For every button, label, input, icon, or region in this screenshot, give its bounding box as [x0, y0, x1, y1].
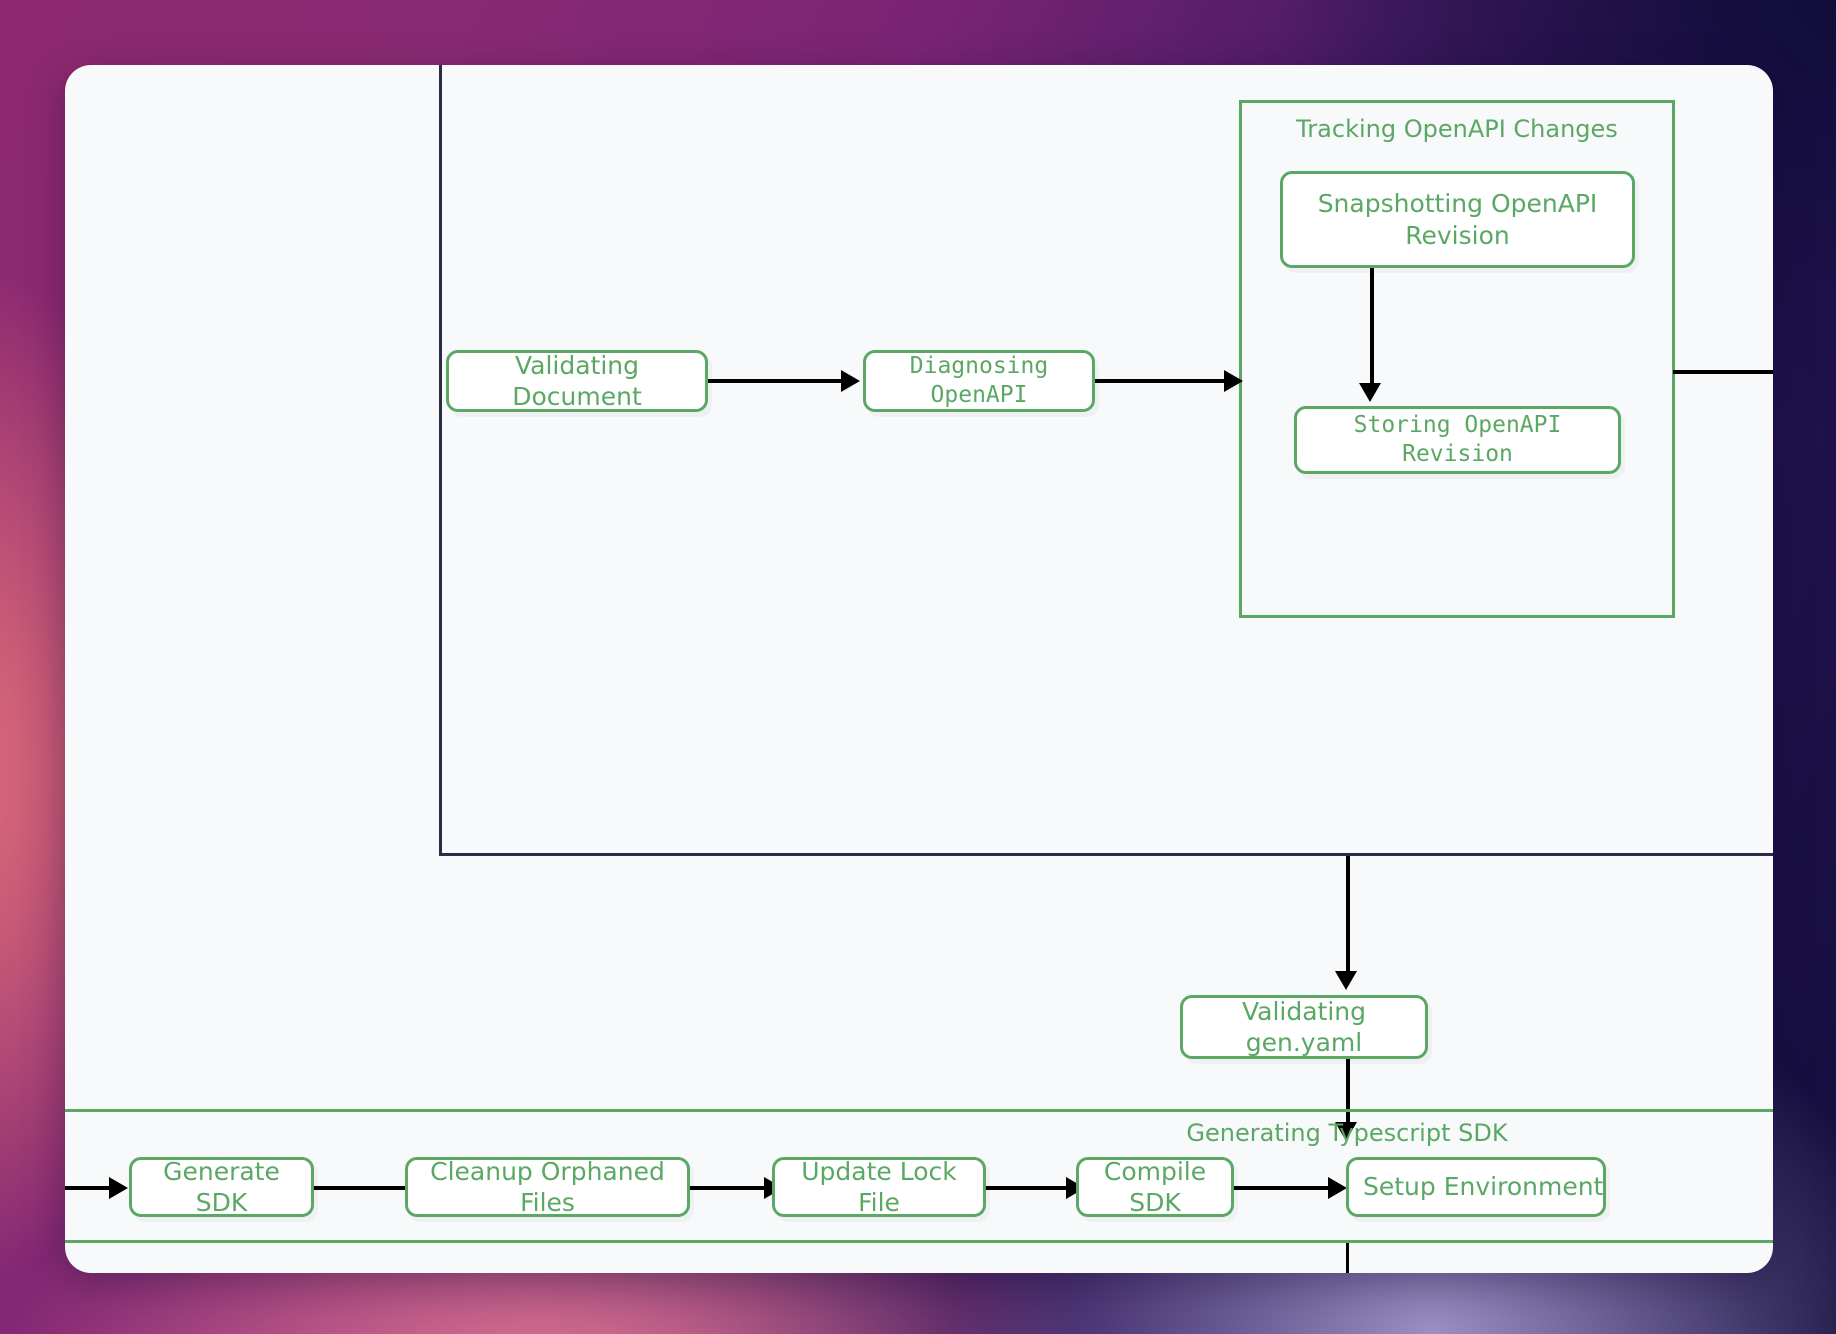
node-label-validating-gen-yaml: Validating gen.yaml: [1241, 996, 1367, 1057]
node-validating-document[interactable]: Validating Document: [446, 350, 708, 412]
node-compile-sdk[interactable]: Compile SDK: [1076, 1157, 1234, 1217]
node-label-cleanup-orphaned-files: Cleanup Orphaned Files: [430, 1156, 665, 1217]
edge-snapshotting-to-storing-line: [1370, 268, 1374, 388]
node-setup-environment[interactable]: Setup Environment: [1346, 1157, 1606, 1217]
edge-outer-to-gen-yaml-line: [1346, 856, 1350, 976]
subgraph-generating-title: Generating Typescript SDK: [1186, 1119, 1508, 1147]
subgraph-tracking-title: Tracking OpenAPI Changes: [1296, 115, 1618, 143]
node-label-diagnosing-openapi: Diagnosing OpenAPI: [909, 353, 1049, 408]
edge-validdoc-to-diagnosing-line: [708, 379, 846, 383]
node-label-generate-sdk: Generate SDK: [163, 1156, 280, 1217]
node-label-setup-environment: Setup Environment: [1363, 1172, 1604, 1202]
node-update-lock-file[interactable]: Update Lock File: [772, 1157, 986, 1217]
edge-diagnosing-to-tracking-line: [1095, 379, 1230, 383]
node-label-storing-openapi-revision: Storing OpenAPI Revision: [1353, 412, 1562, 467]
node-label-compile-sdk: Compile SDK: [1103, 1156, 1207, 1217]
node-diagnosing-openapi[interactable]: Diagnosing OpenAPI: [863, 350, 1095, 412]
node-label-validating-document: Validating Document: [512, 350, 642, 411]
edge-gen-yaml-to-generating-line: [1346, 1059, 1350, 1130]
edge-compile-to-setup-line: [1234, 1186, 1334, 1190]
node-storing-openapi-revision[interactable]: Storing OpenAPI Revision: [1294, 406, 1621, 474]
edge-cleanup-to-update-line: [690, 1186, 770, 1190]
edge-validdoc-to-diagnosing-arrowhead: [841, 370, 860, 392]
subgraph-generating-typescript-sdk: [65, 1109, 1773, 1243]
node-label-snapshotting-line1: Snapshotting OpenAPI: [1317, 189, 1598, 219]
edge-update-to-compile-line: [986, 1186, 1072, 1190]
node-generate-sdk[interactable]: Generate SDK: [129, 1157, 314, 1217]
edge-gen-yaml-to-generating-arrowhead: [1335, 1122, 1357, 1141]
edge-generating-to-offscreen-bottom-line: [1346, 1243, 1349, 1273]
edge-offscreen-left-to-generate-sdk-line: [65, 1186, 115, 1190]
edge-tracking-to-offscreen-right-line: [1673, 370, 1773, 374]
node-validating-gen-yaml[interactable]: Validating gen.yaml: [1180, 995, 1428, 1059]
edge-snapshotting-to-storing-arrowhead: [1359, 383, 1381, 402]
node-cleanup-orphaned-files[interactable]: Cleanup Orphaned Files: [405, 1157, 690, 1217]
node-label-update-lock-file: Update Lock File: [801, 1156, 957, 1217]
edge-diagnosing-to-tracking-arrowhead: [1224, 370, 1243, 392]
edge-offscreen-left-to-generate-sdk-arrowhead: [109, 1177, 128, 1199]
node-snapshotting-openapi-revision[interactable]: Snapshotting OpenAPI Revision: [1280, 171, 1635, 268]
edge-generate-to-cleanup-line: [314, 1186, 412, 1190]
subgraph-tracking-openapi-changes: [1239, 100, 1675, 618]
subgraph-outer-pipeline: [439, 65, 1773, 856]
node-label-snapshotting-line2: Revision: [1405, 220, 1510, 250]
diagram-card: Tracking OpenAPI Changes Snapshotting Op…: [65, 65, 1773, 1273]
edge-outer-to-gen-yaml-arrowhead: [1335, 971, 1357, 990]
edge-compile-to-setup-arrowhead: [1328, 1177, 1347, 1199]
